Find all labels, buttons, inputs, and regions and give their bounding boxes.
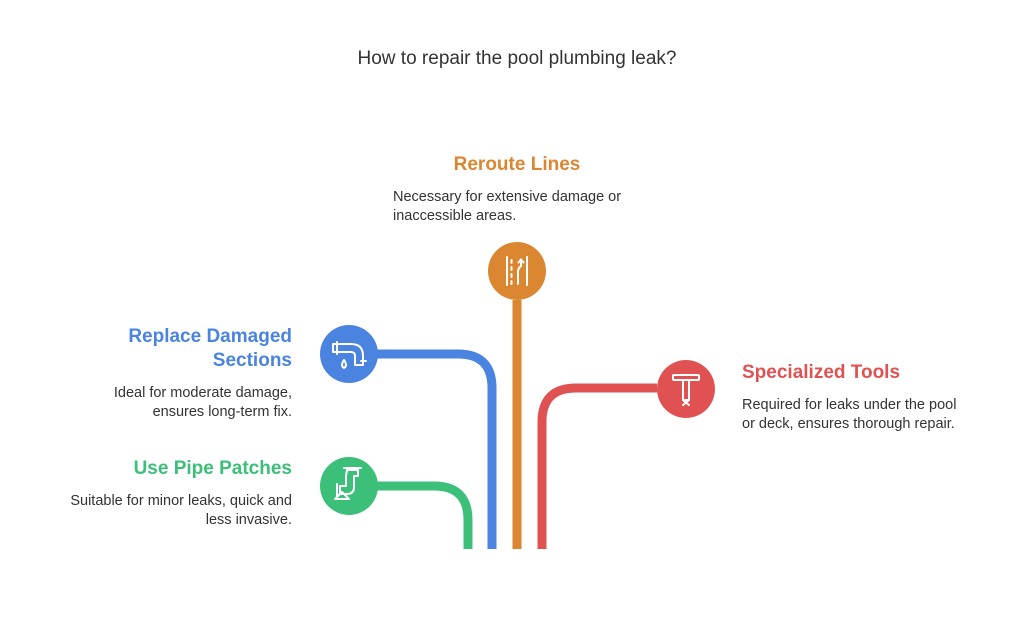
replace-description-line: Ideal for moderate damage,	[113, 385, 292, 401]
page-title: How to repair the pool plumbing leak?	[357, 48, 677, 69]
patches-description-line: Suitable for minor leaks, quick and	[70, 493, 292, 509]
patches-heading: Use Pipe Patches	[133, 458, 292, 479]
replace-description-line: ensures long-term fix.	[152, 404, 292, 420]
tools-description: Required for leaks under the pool or dec…	[742, 396, 1012, 434]
tools-description-line: or deck, ensures thorough repair.	[742, 416, 955, 432]
reroute-description-line: inaccessible areas.	[393, 208, 517, 224]
replace-heading-line: Replace Damaged	[128, 326, 292, 347]
branch-line-tools	[537, 383, 657, 549]
patches-description-line: less invasive.	[205, 512, 292, 528]
tools-description-line: Required for leaks under the pool	[742, 397, 957, 413]
road-lanes-icon	[488, 242, 546, 300]
reroute-description-line: Necessary for extensive damage or	[393, 189, 622, 205]
replace-heading-line: Sections	[212, 350, 292, 371]
branch-line-patches	[377, 481, 473, 549]
patches-description: Suitable for minor leaks, quick and less…	[22, 492, 292, 530]
tools-heading: Specialized Tools	[742, 362, 901, 383]
replace-description: Ideal for moderate damage, ensures long-…	[42, 384, 292, 422]
branch-line-replace	[377, 349, 497, 549]
reroute-description: Necessary for extensive damage or inacce…	[393, 188, 653, 226]
pipe-patch-icon	[320, 457, 378, 515]
replace-heading: Replace Damaged Sections	[92, 325, 292, 373]
pipe-elbow-icon	[320, 325, 378, 383]
reroute-heading: Reroute Lines	[453, 154, 581, 175]
t-wrench-icon	[657, 360, 715, 418]
